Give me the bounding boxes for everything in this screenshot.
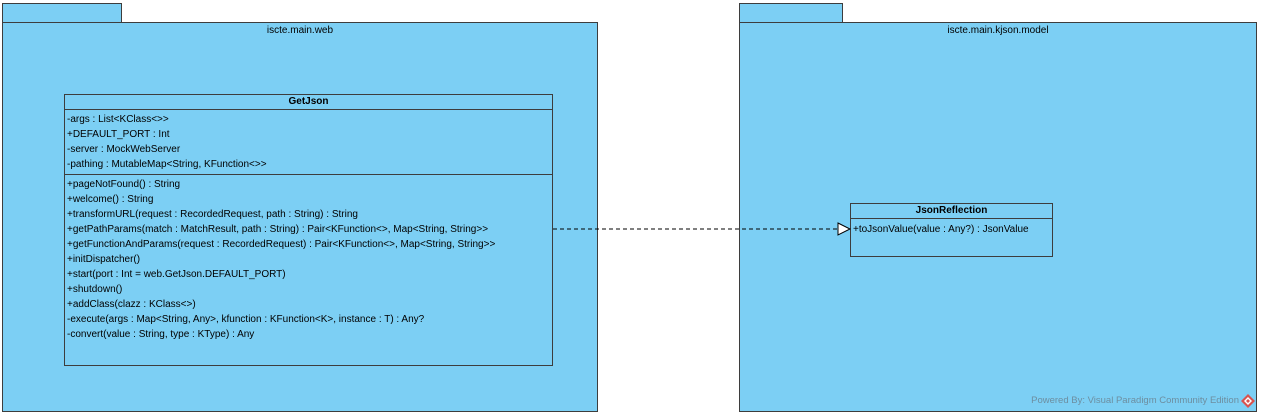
watermark-text: Powered By: Visual Paradigm Community Ed… xyxy=(1031,395,1239,406)
operation[interactable]: -convert(value : String, type : KType) :… xyxy=(67,329,255,340)
visual-paradigm-logo-icon xyxy=(1241,394,1255,408)
operation[interactable]: -execute(args : Map<String, Any>, kfunct… xyxy=(67,314,425,325)
class-getjson[interactable]: GetJson -args : List<KClass<>> +DEFAULT_… xyxy=(64,94,553,366)
package-name: iscte.main.kjson.model xyxy=(947,25,1049,36)
operation[interactable]: +getPathParams(match : MatchResult, path… xyxy=(67,224,489,235)
operation[interactable]: +welcome() : String xyxy=(67,194,154,205)
operation[interactable]: +addClass(clazz : KClass<>) xyxy=(67,299,196,310)
package-name: iscte.main.web xyxy=(266,25,334,36)
realization-arrowhead xyxy=(837,222,852,236)
class-name: GetJson xyxy=(65,95,552,110)
operation[interactable]: +toJsonValue(value : Any?) : JsonValue xyxy=(853,224,1029,235)
operation[interactable]: +shutdown() xyxy=(67,284,123,295)
operations-compartment: +toJsonValue(value : Any?) : JsonValue xyxy=(851,219,1052,239)
attribute[interactable]: -args : List<KClass<>> xyxy=(67,114,169,125)
operation[interactable]: +initDispatcher() xyxy=(67,254,141,265)
attribute[interactable]: +DEFAULT_PORT : Int xyxy=(67,129,170,140)
operation[interactable]: +transformURL(request : RecordedRequest,… xyxy=(67,209,358,220)
operation[interactable]: +pageNotFound() : String xyxy=(67,179,181,190)
attributes-compartment: -args : List<KClass<>> +DEFAULT_PORT : I… xyxy=(65,110,552,175)
attribute[interactable]: -pathing : MutableMap<String, KFunction<… xyxy=(67,159,267,170)
class-jsonreflection[interactable]: JsonReflection +toJsonValue(value : Any?… xyxy=(850,203,1053,257)
class-name: JsonReflection xyxy=(851,204,1052,219)
operation[interactable]: +start(port : Int = web.GetJson.DEFAULT_… xyxy=(67,269,286,280)
operation[interactable]: +getFunctionAndParams(request : Recorded… xyxy=(67,239,496,250)
attribute[interactable]: -server : MockWebServer xyxy=(67,144,181,155)
operations-compartment: +pageNotFound() : String +welcome() : St… xyxy=(65,175,552,344)
